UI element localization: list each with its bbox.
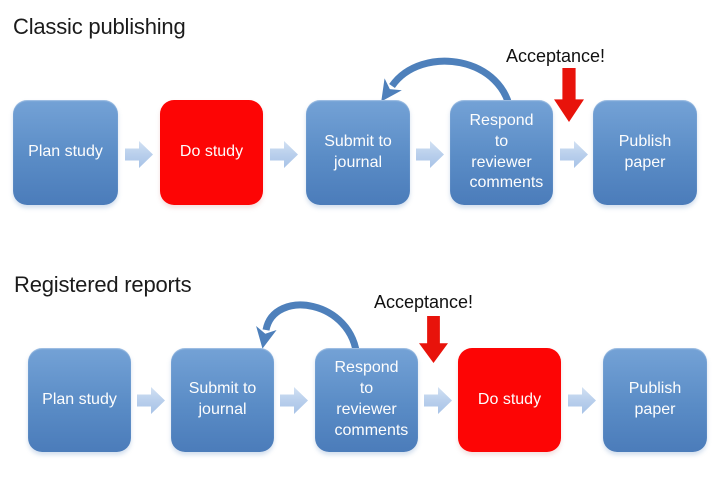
right-arrow-icon [137,387,165,414]
flow-box-submit-to-journal: Submit to journal [171,348,274,452]
acceptance-label: Acceptance! [374,292,474,312]
flow-box-label: Submit to journal [324,132,392,171]
acceptance-label: Acceptance! [506,46,606,66]
right-arrow-icon [125,141,153,168]
flow-box-plan-study: Plan study [28,348,131,452]
right-arrow-icon [560,141,588,168]
flow-box-label: Respond to reviewer comments [469,111,544,192]
flow-box-plan-study: Plan study [13,100,118,205]
flow-box-label: Plan study [42,390,117,408]
flow-box-label: Do study [477,390,542,408]
flow-box-label: Publish paper [628,380,682,418]
flow-box-submit-to-journal: Submit to journal [306,100,410,205]
right-arrow-icon [416,141,444,168]
flow-box-do-study: Do study [458,348,561,452]
flow-box-label: Submit to journal [188,380,257,418]
right-arrow-icon [424,387,452,414]
section-title-classic: Classic publishing [13,14,186,39]
flow-box-label: Publish paper [618,132,672,171]
acceptance-arrow-icon [419,316,448,363]
flow-box-do-study: Do study [160,100,263,205]
acceptance-arrow-icon [554,68,584,122]
right-arrow-icon [280,387,308,414]
right-arrow-icon [270,141,298,168]
flow-box-label: Respond to reviewer comments [334,359,409,439]
right-arrow-icon [568,387,596,414]
flow-box-label: Plan study [28,143,103,161]
flow-box-respond-to-reviewer-comments: Respond to reviewer comments [450,100,553,205]
flow-box-publish-paper: Publish paper [593,100,697,205]
section-title-registered: Registered reports [14,272,192,297]
flow-box-publish-paper: Publish paper [603,348,707,452]
flow-box-label: Do study [179,143,244,161]
flow-box-respond-to-reviewer-comments: Respond to reviewer comments [315,348,418,452]
